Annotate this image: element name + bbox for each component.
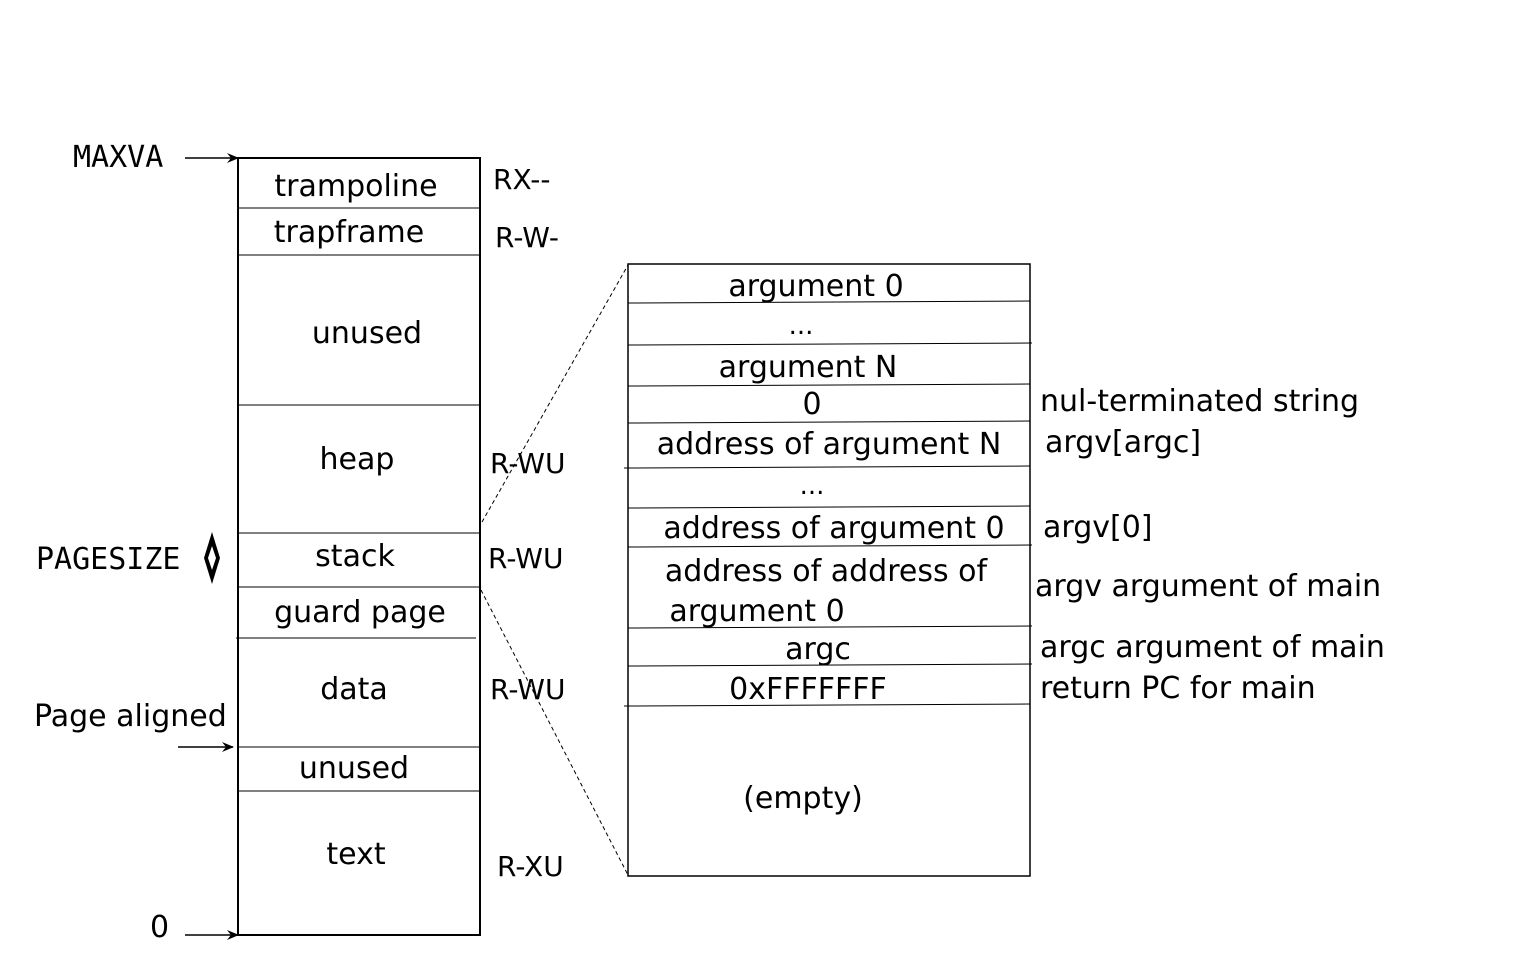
segment-data-label: data bbox=[320, 672, 388, 707]
segment-trampoline-label: trampoline bbox=[274, 169, 437, 204]
stack-row-divider bbox=[627, 342, 1033, 346]
stack-row-address-argument-n: address of argument N bbox=[657, 427, 1002, 462]
stack-row-divider bbox=[627, 505, 1031, 509]
segment-trapframe-label: trapframe bbox=[274, 215, 424, 250]
pagesize-double-arrow-icon bbox=[204, 532, 220, 584]
perm-heap: R-WU bbox=[490, 447, 565, 480]
stack-row-address-of-address-line1: address of address of bbox=[665, 554, 989, 589]
permission-labels: RX-- R-W- R-WU R-WU R-WU R-XU bbox=[488, 163, 565, 883]
pagesize-label: PAGESIZE bbox=[36, 542, 181, 577]
address-space-column: trampoline trapframe unused heap stack g… bbox=[236, 157, 481, 936]
stack-row-return-pc: 0xFFFFFFF bbox=[729, 672, 887, 707]
stack-row-divider bbox=[627, 625, 1033, 629]
zero-label: 0 bbox=[150, 910, 169, 945]
stack-row-ellipsis-args: ... bbox=[789, 311, 814, 341]
note-nul-terminated: nul-terminated string bbox=[1040, 384, 1359, 419]
stack-row-argument-0: argument 0 bbox=[728, 269, 903, 304]
perm-trapframe: R-W- bbox=[495, 221, 559, 254]
zoom-line-bottom bbox=[480, 589, 629, 876]
stack-row-divider bbox=[627, 420, 1031, 424]
stack-row-divider bbox=[627, 300, 1031, 304]
segment-unused-bottom-label: unused bbox=[299, 751, 409, 786]
stack-row-divider bbox=[623, 703, 1031, 707]
segment-stack-label: stack bbox=[315, 539, 395, 574]
perm-stack: R-WU bbox=[488, 542, 563, 575]
stack-row-empty: (empty) bbox=[743, 781, 863, 816]
stack-row-divider bbox=[627, 663, 1033, 667]
stack-row-argument-n: argument N bbox=[719, 350, 898, 385]
note-argv-0: argv[0] bbox=[1043, 510, 1152, 545]
segment-heap-label: heap bbox=[320, 442, 395, 477]
note-argv-argument: argv argument of main bbox=[1035, 569, 1381, 604]
segment-unused-top-label: unused bbox=[312, 316, 422, 351]
zoom-line-top bbox=[481, 264, 629, 523]
stack-row-argc: argc bbox=[785, 632, 851, 667]
perm-data: R-WU bbox=[490, 673, 565, 706]
stack-row-divider bbox=[627, 544, 1033, 548]
note-argv-argc: argv[argc] bbox=[1045, 425, 1201, 460]
stack-row-divider bbox=[623, 465, 1031, 469]
stack-detail-border bbox=[627, 263, 1031, 877]
stack-row-divider bbox=[627, 383, 1031, 387]
stack-detail-box: argument 0 ... argument N 0 address of a… bbox=[623, 263, 1033, 877]
stack-annotations: nul-terminated string argv[argc] argv[0]… bbox=[1035, 384, 1385, 706]
perm-text: R-XU bbox=[497, 850, 564, 883]
stack-row-address-of-address-line2: argument 0 bbox=[669, 594, 844, 629]
note-argc-argument: argc argument of main bbox=[1040, 630, 1385, 665]
segment-guard-page-label: guard page bbox=[274, 595, 446, 630]
stack-row-address-argument-0: address of argument 0 bbox=[663, 511, 1004, 546]
maxva-label: MAXVA bbox=[73, 140, 163, 175]
stack-row-zero: 0 bbox=[802, 387, 821, 422]
page-aligned-label: Page aligned bbox=[34, 699, 227, 734]
note-return-pc: return PC for main bbox=[1040, 671, 1316, 706]
address-space-border bbox=[237, 157, 481, 936]
perm-trampoline: RX-- bbox=[493, 163, 550, 196]
segment-text-label: text bbox=[326, 837, 385, 872]
stack-row-ellipsis-pointers: ... bbox=[800, 471, 825, 501]
